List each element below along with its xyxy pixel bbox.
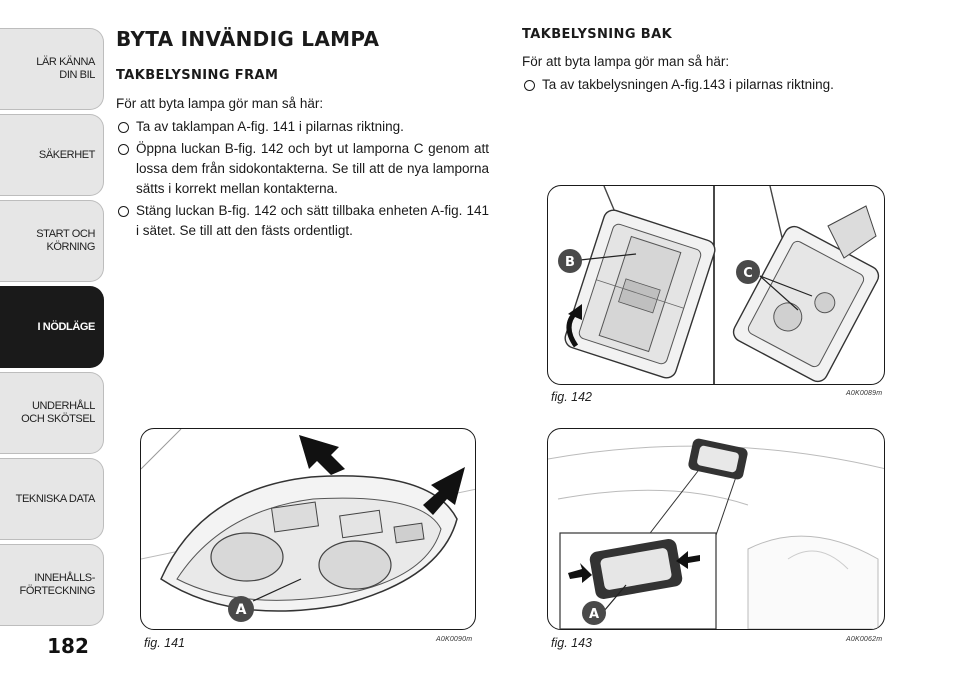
fig-143-label: fig. 143 — [551, 636, 593, 650]
rear-steps: Ta av takbelysningen A-fig.143 i pilarna… — [522, 75, 902, 97]
rear-intro: För att byta lampa gör man så här: — [522, 54, 730, 69]
tab-lar-kanna-din-bil[interactable]: LÄR KÄNNA DIN BIL — [0, 28, 104, 110]
list-item: Ta av taklampan A-fig. 141 i pilarnas ri… — [116, 117, 489, 137]
tab-label: I NÖDLÄGE — [37, 320, 95, 333]
figure-141: A — [140, 428, 476, 630]
rear-heading: TAKBELYSNING BAK — [522, 27, 673, 42]
tab-label: LÄR KÄNNA DIN BIL — [36, 56, 95, 81]
front-intro: För att byta lampa gör man så här: — [116, 96, 324, 111]
tab-label: TEKNISKA DATA — [15, 492, 96, 505]
tab-label: START OCH KÖRNING — [36, 228, 95, 253]
callout-a: A — [589, 607, 599, 622]
fig-142-label: fig. 142 — [551, 390, 593, 404]
callout-b: B — [565, 255, 575, 270]
list-item: Ta av takbelysningen A-fig.143 i pilarna… — [522, 75, 902, 95]
tab-tekniska-data[interactable]: TEKNISKA DATA — [0, 458, 104, 540]
page-number: 182 — [47, 634, 89, 658]
tab-sakerhet[interactable]: SÄKERHET — [0, 114, 104, 196]
callout-a: A — [236, 602, 247, 618]
fig-143-code: A0K0062m — [846, 636, 883, 643]
tab-underhall-och-skotsel[interactable]: UNDERHÅLL OCH SKÖTSEL — [0, 372, 104, 454]
figure-143: A — [547, 428, 885, 630]
front-heading: TAKBELYSNING FRAM — [116, 68, 279, 83]
list-item: Stäng luckan B-fig. 142 och sätt tillbak… — [116, 201, 489, 241]
tab-innehallsforteckning[interactable]: INNEHÅLLS- FÖRTECKNING — [0, 544, 104, 626]
rear-ceiling-lamp-illustration: A — [548, 438, 884, 629]
tab-label: SÄKERHET — [38, 148, 95, 161]
tab-start-och-korning[interactable]: START OCH KÖRNING — [0, 200, 104, 282]
lamp-cover-illustration: B C — [558, 186, 880, 384]
fig-141-label: fig. 141 — [144, 636, 186, 650]
front-ceiling-lamp-illustration: A — [141, 429, 475, 622]
callout-c: C — [743, 266, 753, 281]
fig-141-code: A0K0090m — [436, 636, 473, 643]
figure-142: B C — [547, 185, 885, 385]
tab-i-nodlage[interactable]: I NÖDLÄGE — [0, 286, 104, 368]
fig-142-code: A0K0089m — [846, 390, 883, 397]
tab-label: INNEHÅLLS- FÖRTECKNING — [19, 572, 96, 597]
list-item: Öppna luckan B-fig. 142 och byt ut lampo… — [116, 139, 489, 199]
front-steps: Ta av taklampan A-fig. 141 i pilarnas ri… — [116, 117, 489, 243]
tab-label: UNDERHÅLL OCH SKÖTSEL — [21, 400, 95, 425]
page-title: BYTA INVÄNDIG LAMPA — [116, 27, 380, 51]
